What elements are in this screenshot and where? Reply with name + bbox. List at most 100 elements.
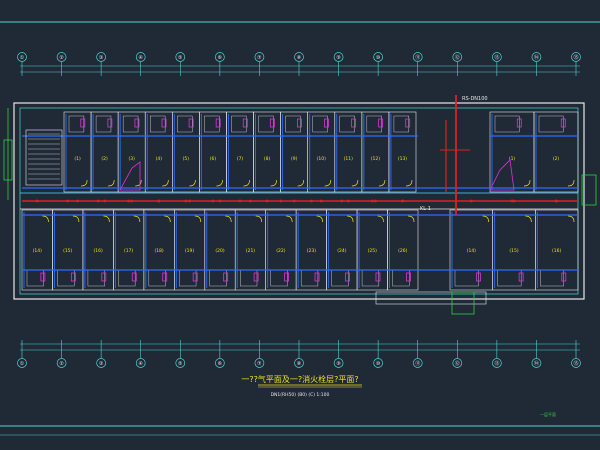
top-axis-bubble — [96, 52, 106, 62]
top-axis-bubble-label: ⑥ — [218, 55, 223, 61]
bottom-axis-bubble — [175, 358, 186, 368]
top-axis-bubble-label: ④ — [138, 55, 143, 61]
bottom-axis-bubble — [492, 358, 502, 368]
north-fixture — [324, 118, 329, 128]
north-fixture — [242, 118, 248, 128]
north-door — [81, 179, 88, 187]
bottom-axis-bubble — [254, 358, 265, 368]
north-bathroom — [393, 115, 410, 133]
bottom-axis-bubble — [135, 358, 146, 368]
south-room-label: (15) — [63, 248, 72, 254]
south-fixture — [40, 272, 46, 282]
north-bathroom — [68, 115, 85, 133]
south-door — [225, 215, 232, 223]
bottom-axis-bubble — [96, 358, 106, 368]
north-room-label: (6) — [210, 156, 217, 162]
south-fixture — [561, 272, 567, 282]
north-door — [189, 179, 196, 187]
corridor-tag: KL-1 — [420, 206, 431, 212]
south-room-label: (17) — [124, 248, 133, 254]
corner-note: 一层平面 — [540, 411, 556, 417]
north-door — [567, 179, 575, 187]
bottom-axis-bubble — [531, 358, 542, 368]
stair-mid — [119, 161, 141, 191]
north-room-label: (5) — [183, 156, 190, 162]
south-room — [535, 209, 579, 291]
top-axis-bubble — [294, 52, 304, 62]
bottom-axis-bubble-label: ⑥ — [218, 361, 223, 367]
north-room-label: (3) — [129, 156, 136, 162]
south-bathroom — [454, 269, 479, 287]
south-fixture — [476, 272, 481, 282]
bottom-axis-bubble-label: ⑭ — [534, 360, 539, 367]
north-room-label: (1) — [509, 156, 516, 162]
south-door — [407, 215, 415, 223]
north-bathroom — [177, 115, 193, 133]
south-room-label: (20) — [215, 248, 224, 254]
stair-right — [489, 159, 515, 191]
top-axis-bubble — [17, 52, 27, 62]
south-room-label: (24) — [337, 248, 346, 254]
top-axis-bubble-label: ⑪ — [415, 54, 420, 61]
bottom-axis-bubble — [17, 358, 27, 368]
north-fixture — [269, 118, 275, 128]
south-door — [316, 215, 323, 223]
bottom-axis-bubble-label: ⑨ — [336, 361, 340, 367]
north-door — [108, 179, 115, 187]
south-bathroom — [540, 269, 564, 287]
south-fixture — [101, 272, 107, 282]
top-axis-bubble — [215, 52, 225, 62]
north-room-label: (7) — [237, 156, 244, 162]
south-door — [525, 215, 532, 223]
top-axis-bubble — [452, 52, 463, 62]
north-fixture — [560, 118, 566, 128]
bottom-axis-bubble — [452, 358, 463, 368]
top-axis-bubble — [56, 52, 67, 62]
title-block: 一??气平面及一?消火栓层?平面? DN1(RH50) (B0) (C) 1:1… — [241, 374, 362, 398]
bottom-axis-bubble-label: ⑤ — [178, 361, 182, 367]
south-room-label: (14) — [467, 248, 476, 254]
top-axis-bubble — [412, 52, 423, 62]
north-room-label: (2) — [553, 156, 560, 162]
drawing-title: 一??气平面及一?消火栓层?平面? — [241, 374, 358, 384]
north-door — [216, 179, 223, 187]
north-room — [388, 111, 417, 193]
north-fixture — [297, 118, 302, 128]
south-fixture — [314, 272, 320, 282]
north-fixture — [378, 118, 384, 128]
south-door — [286, 215, 293, 223]
top-axis-bubble-label: ⑨ — [336, 55, 340, 61]
north-bathroom — [258, 115, 274, 133]
north-bathroom — [494, 115, 520, 133]
north-fixture — [161, 118, 167, 128]
north-bathroom — [285, 115, 301, 133]
bottom-axis-bubble-label: ② — [59, 361, 64, 367]
top-axis-bubble-label: ⑫ — [455, 54, 460, 61]
riser-note: RS-DN100 — [462, 96, 488, 102]
south-door — [72, 215, 80, 223]
south-room-label: (21) — [246, 248, 255, 254]
bottom-axis-bubble — [333, 358, 344, 368]
south-room-label: (18) — [154, 248, 163, 254]
south-fixture — [162, 272, 168, 282]
north-room-label: (12) — [371, 156, 380, 162]
top-axis-bubble-label: ③ — [99, 55, 103, 61]
north-door — [162, 179, 169, 187]
south-fixture — [131, 272, 137, 282]
north-bathroom — [339, 115, 355, 133]
north-fixture — [107, 118, 113, 128]
top-axis-bubble-label: ⑩ — [376, 55, 381, 61]
top-axis-bubble — [571, 52, 581, 62]
top-axis-bubble — [531, 52, 542, 62]
south-room-label: (26) — [398, 248, 407, 254]
top-axis-bubble-label: ⑤ — [178, 55, 182, 61]
south-room-label: (25) — [368, 248, 377, 254]
south-fixture — [518, 272, 524, 282]
north-bathroom — [312, 115, 328, 133]
top-axis-bubble — [254, 52, 265, 62]
south-room-label: (23) — [307, 248, 316, 254]
south-room-label: (16) — [94, 248, 103, 254]
south-door — [482, 215, 490, 223]
